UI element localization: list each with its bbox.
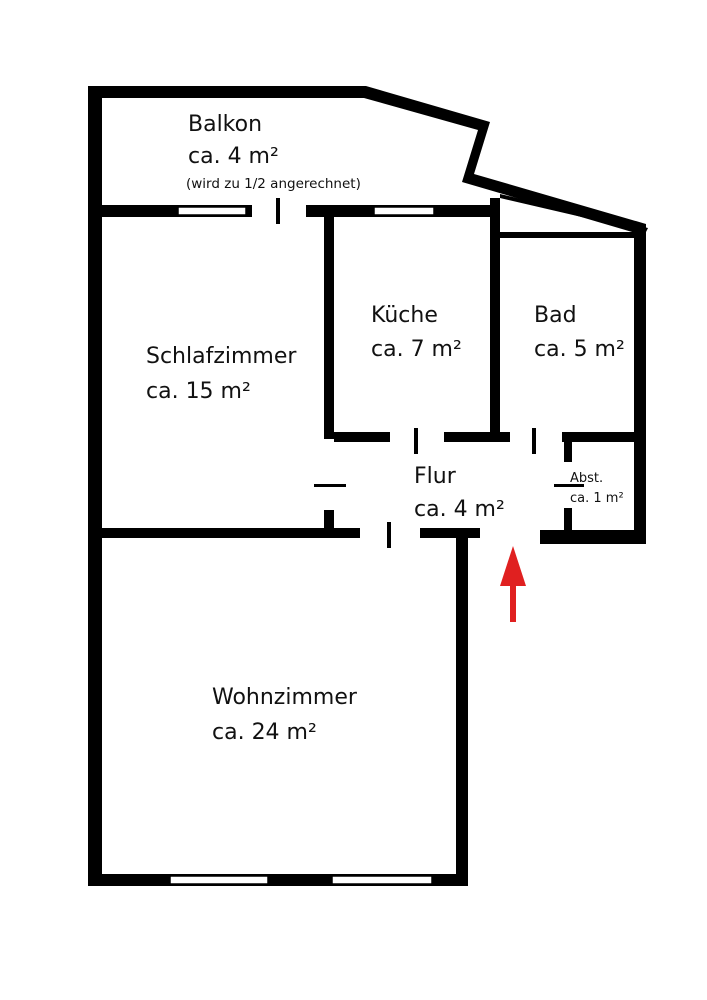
wall-bad-abst bbox=[562, 432, 636, 442]
wall-kueche-flur-right bbox=[444, 432, 510, 442]
room-labels: Balkon ca. 4 m² (wird zu 1/2 angerechnet… bbox=[146, 112, 625, 745]
balkon-area: ca. 4 m² bbox=[188, 144, 279, 169]
door-marks bbox=[276, 198, 584, 548]
door-mark-wohnzimmer bbox=[387, 522, 391, 548]
outer-wall-right-bad bbox=[634, 224, 646, 544]
windows bbox=[169, 206, 435, 885]
window-wohnzimmer-left bbox=[169, 875, 269, 885]
outer-wall-bottom-abst bbox=[540, 530, 646, 544]
bad-name: Bad bbox=[534, 303, 577, 328]
door-mark-schlafzimmer bbox=[314, 484, 346, 487]
bad-area: ca. 5 m² bbox=[534, 337, 625, 362]
door-mark-abst bbox=[554, 484, 584, 487]
schlafzimmer-area: ca. 15 m² bbox=[146, 379, 251, 404]
kueche-area: ca. 7 m² bbox=[371, 337, 462, 362]
entrance-arrow-shaft bbox=[510, 584, 516, 622]
wall-wohnzimmer-flur bbox=[420, 528, 480, 538]
abst-name: Abst. bbox=[570, 471, 603, 486]
wall-bad-top bbox=[500, 232, 640, 238]
flur-name: Flur bbox=[414, 464, 457, 489]
arrow-up-icon bbox=[500, 546, 526, 622]
flur-area: ca. 4 m² bbox=[414, 497, 505, 522]
bad-roof-line bbox=[500, 194, 648, 232]
wall-kueche-flur-left bbox=[334, 432, 390, 442]
door-mark-kueche bbox=[414, 428, 418, 454]
wohnzimmer-area: ca. 24 m² bbox=[212, 720, 317, 745]
window-wohnzimmer-right bbox=[331, 875, 433, 885]
wall-schlafzimmer-flur-lower bbox=[324, 510, 334, 532]
wall-schlafzimmer-kueche bbox=[324, 217, 334, 439]
balkon-name: Balkon bbox=[188, 112, 262, 137]
wohnzimmer-name: Wohnzimmer bbox=[212, 685, 358, 710]
wall-abst-flur-upper bbox=[564, 442, 572, 462]
balkon-note: (wird zu 1/2 angerechnet) bbox=[186, 176, 361, 192]
wall-schlafzimmer-wohnzimmer bbox=[102, 528, 360, 538]
abst-area: ca. 1 m² bbox=[570, 491, 624, 506]
wall-kueche-bad bbox=[490, 198, 500, 440]
outer-wall-left bbox=[88, 86, 102, 886]
door-mark-bad bbox=[532, 428, 536, 454]
kueche-name: Küche bbox=[371, 303, 438, 328]
schlafzimmer-name: Schlafzimmer bbox=[146, 344, 297, 369]
outer-wall-right-wohnzimmer bbox=[456, 530, 468, 886]
entrance-arrow-head bbox=[500, 546, 526, 586]
door-mark-balkon bbox=[276, 198, 280, 224]
window-kueche bbox=[373, 206, 435, 216]
window-schlafzimmer bbox=[177, 206, 247, 216]
wall-abst-flur-lower bbox=[564, 508, 572, 534]
